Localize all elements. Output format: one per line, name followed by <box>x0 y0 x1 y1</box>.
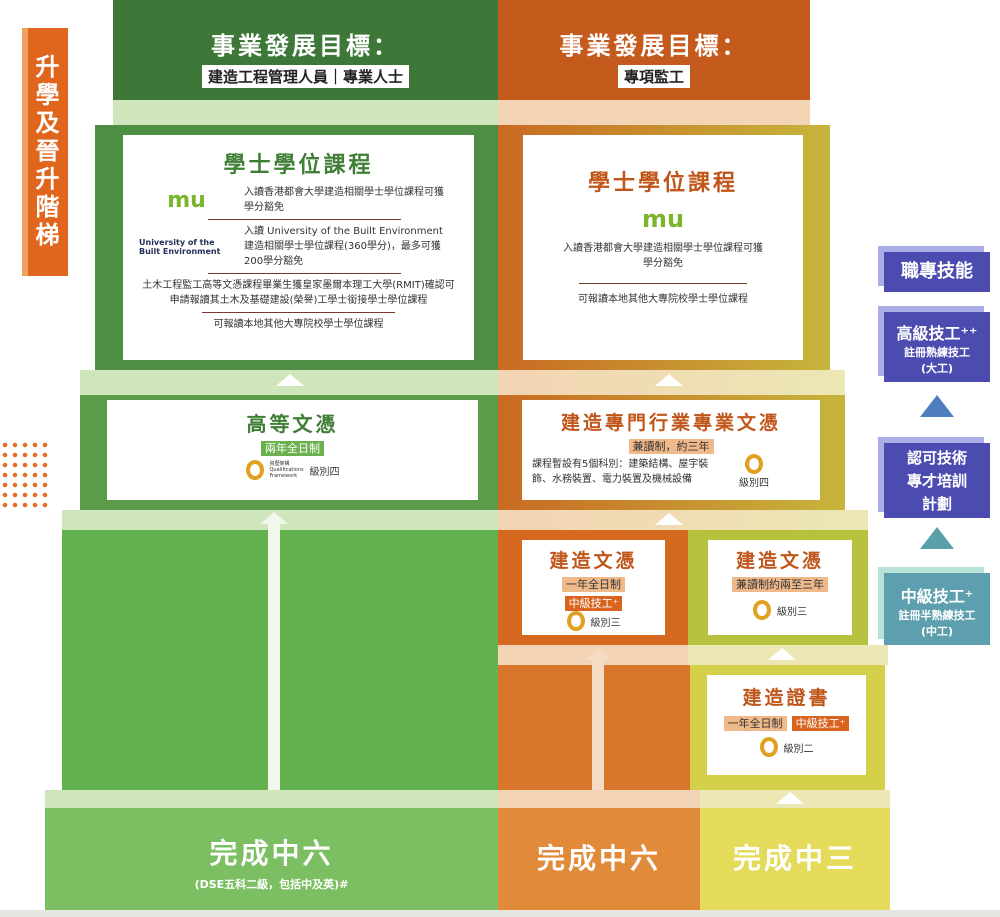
hd-right-desc: 課程暫設有5個科別：建築結構、屋宇裝飾、水務裝置、電力裝置及機械設備 <box>532 458 709 485</box>
entry-s3: 完成中三 <box>700 808 890 910</box>
step-strip <box>45 790 498 808</box>
dip-a-title: 建造文憑 <box>549 550 638 572</box>
step-strip <box>498 510 868 530</box>
green-block <box>62 530 498 790</box>
step-strip <box>498 790 700 808</box>
hd-right-title: 建造專門行業專業文憑 <box>560 412 781 434</box>
qf-logo-icon <box>245 460 264 480</box>
qf-badge: 資歷架構 Qualifications Framework 級別四 <box>245 460 340 480</box>
qf-badge: 級別三 <box>566 611 621 631</box>
cert-title: 建造證書 <box>742 687 831 709</box>
ube-logo: University of the Built Environment <box>139 237 221 256</box>
degree-right-title: 學士學位課程 <box>587 171 738 196</box>
up-arrow-icon <box>655 513 683 525</box>
entry-s6-left: 完成中六 (DSE五科二級，包括中及英)# <box>45 808 498 910</box>
footer-strip <box>0 910 1000 917</box>
up-arrow-icon <box>655 374 683 386</box>
header-left-subtitle: 建造工程管理人員｜專業人士 <box>201 65 409 88</box>
dip-b-level: 級別三 <box>777 606 807 618</box>
step-strip <box>498 100 810 125</box>
qf-badge: 級別三 <box>753 600 807 620</box>
skills-mid-sub: 註冊半熟練技工 <box>898 609 976 622</box>
header-right-title: 事業發展目標： <box>559 32 749 60</box>
qf-label: 資歷架構 Qualifications Framework <box>269 461 304 479</box>
hd-right-tag: 兼讀制，約三年 <box>628 439 714 454</box>
skills-scheme: 認可技術專才培訓計劃 <box>884 443 990 518</box>
skills-senior: 高級技工⁺⁺ 註冊熟練技工 (大工) <box>884 312 990 382</box>
degree-left-item4: 可報讀本地其他大專院校學士學位課程 <box>213 319 384 330</box>
dots-decoration <box>0 440 50 510</box>
degree-left-item3: 土木工程監工高等文憑課程畢業生獲皇家墨爾本理工大學(RMIT)確認可申請報讀其土… <box>142 280 455 306</box>
cert-tag2: 中級技工⁺ <box>791 716 850 731</box>
dip-a-level: 級別三 <box>590 617 621 629</box>
dip-b-title: 建造文憑 <box>735 550 824 572</box>
up-arrow-icon <box>768 648 796 660</box>
step-strip <box>113 100 498 125</box>
degree-right-item1: 入讀香港都會大學建造相關學士學位課程可獲學分豁免 <box>563 243 763 269</box>
up-triangle-icon <box>920 527 954 549</box>
dip-a-card: 建造文憑 一年全日制 中級技工⁺ 級別三 <box>522 540 665 635</box>
up-arrow-icon <box>584 648 612 660</box>
skills-senior-sub: 註冊熟練技工 <box>904 346 970 359</box>
degree-card-right: 學士學位課程 mu 入讀香港都會大學建造相關學士學位課程可獲學分豁免 可報讀本地… <box>523 135 803 360</box>
skills-mid-sub2: (中工) <box>920 625 954 638</box>
up-arrow-shaft <box>268 523 280 808</box>
degree-left-title: 學士學位課程 <box>223 153 374 178</box>
cert-level: 級別二 <box>783 743 814 755</box>
header-right: 事業發展目標： 專項監工 <box>498 0 810 100</box>
skills-header: 職專技能 <box>884 252 990 292</box>
degree-left-item1: 入讀香港都會大學建造相關學士學位課程可獲學分豁免 <box>244 187 444 213</box>
skills-mid: 中級技工⁺ 註冊半熟練技工 (中工) <box>884 573 990 645</box>
qf-logo-icon <box>745 454 763 474</box>
cert-tag: 一年全日制 <box>723 716 787 731</box>
qf-badge: 級別四 <box>739 454 769 489</box>
up-arrow-icon <box>276 374 304 386</box>
hd-right-level: 級別四 <box>739 478 769 489</box>
hd-left-level: 級別四 <box>309 466 340 478</box>
header-left-title: 事業發展目標： <box>211 32 400 60</box>
degree-left-item2: 入讀 University of the Built Environment 建… <box>244 226 443 267</box>
skills-senior-title: 高級技工⁺⁺ <box>896 324 978 343</box>
cert-card: 建造證書 一年全日制 中級技工⁺ 級別二 <box>707 675 866 775</box>
header-left: 事業發展目標： 建造工程管理人員｜專業人士 <box>113 0 498 100</box>
up-triangle-icon <box>920 395 954 417</box>
up-arrow-icon <box>260 512 288 524</box>
s6-left-note: (DSE五科二級，包括中及英)# <box>194 878 349 891</box>
side-title: 升學及晉升階梯 <box>22 28 68 276</box>
header-right-subtitle: 專項監工 <box>617 65 690 88</box>
degree-card-left: 學士學位課程 mu 入讀香港都會大學建造相關學士學位課程可獲學分豁免 Unive… <box>123 135 474 360</box>
hd-left-title: 高等文憑 <box>246 412 339 436</box>
qf-logo-icon <box>753 600 771 620</box>
qf-badge: 級別二 <box>759 737 814 757</box>
hd-card-left: 高等文憑 兩年全日制 資歷架構 Qualifications Framework… <box>107 400 478 500</box>
dip-a-tag: 一年全日制 <box>562 577 625 592</box>
degree-right-item2: 可報讀本地其他大專院校學士學位課程 <box>578 294 748 305</box>
mu-logo: mu <box>641 205 685 233</box>
up-arrow-shaft <box>592 660 604 808</box>
dip-b-card: 建造文憑 兼讀制約兩至三年 級別三 <box>708 540 852 635</box>
hd-left-tag: 兩年全日制 <box>261 441 324 456</box>
skills-senior-sub2: (大工) <box>920 362 954 375</box>
dip-b-tag: 兼讀制約兩至三年 <box>732 577 828 592</box>
qf-logo-icon <box>759 737 778 757</box>
s6-left-title: 完成中六 <box>209 837 334 870</box>
dip-a-tag2: 中級技工⁺ <box>564 596 623 611</box>
qf-logo-icon <box>566 611 585 631</box>
up-arrow-icon <box>776 792 804 804</box>
skills-mid-title: 中級技工⁺ <box>900 587 974 606</box>
entry-s6-right: 完成中六 <box>498 808 700 910</box>
hd-card-right: 建造專門行業專業文憑 兼讀制，約三年 課程暫設有5個科別：建築結構、屋宇裝飾、水… <box>522 400 820 500</box>
mu-logo: mu <box>167 187 206 213</box>
